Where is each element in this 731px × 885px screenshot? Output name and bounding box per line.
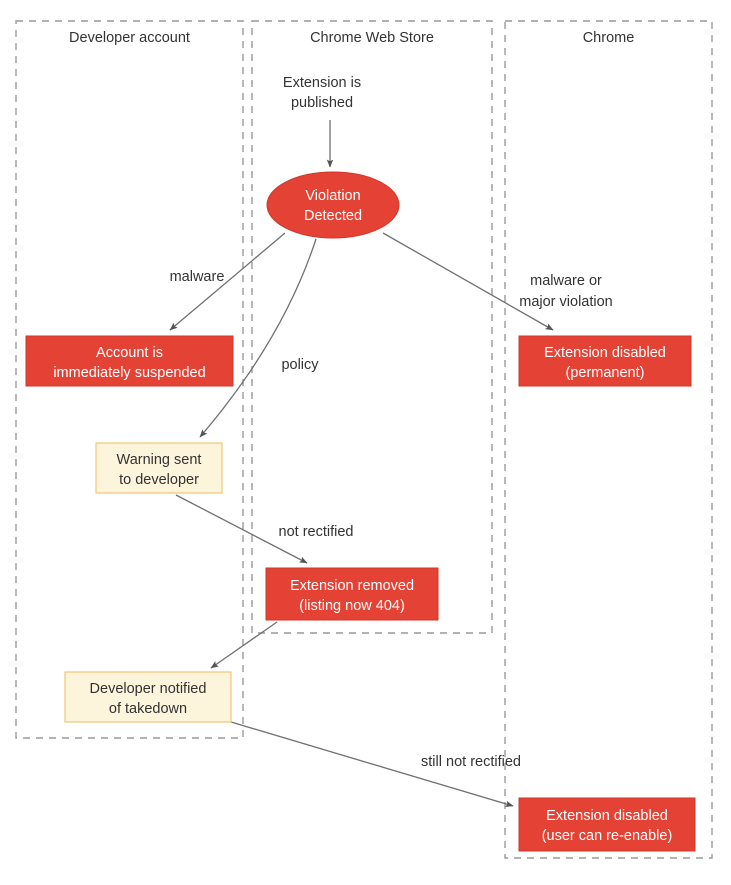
node-extension-disabled-permanent-line2: (permanent) bbox=[566, 365, 645, 381]
node-warning-sent-line2: to developer bbox=[119, 472, 199, 488]
edge-line-warning-to-removed bbox=[175, 494, 308, 564]
lane-border-developer-account bbox=[15, 20, 244, 739]
node-violation-detected-line1: Violation bbox=[305, 188, 360, 204]
edge-line-removed-to-notified bbox=[210, 621, 278, 669]
node-extension-published: Extension is published bbox=[283, 75, 361, 111]
edge-line-violation-to-warning bbox=[199, 238, 317, 438]
node-extension-removed[interactable]: Extension removed (listing now 404) bbox=[265, 567, 439, 621]
edge-label-malware-or-major-violation-line1: malware or bbox=[530, 273, 602, 289]
edge-label-still-not-rectified: still not rectified bbox=[421, 754, 521, 770]
node-extension-removed-line2: (listing now 404) bbox=[299, 598, 405, 614]
node-warning-sent-shape[interactable] bbox=[95, 442, 223, 494]
lane-border-chrome bbox=[504, 20, 713, 859]
node-extension-removed-shape[interactable] bbox=[265, 567, 439, 621]
node-extension-disabled-reenable-shape[interactable] bbox=[518, 797, 696, 852]
edge-violation-to-suspended: malware bbox=[169, 232, 286, 331]
node-extension-disabled-permanent-line1: Extension disabled bbox=[544, 345, 666, 361]
node-account-suspended-line2: immediately suspended bbox=[53, 365, 205, 381]
node-extension-removed-line1: Extension removed bbox=[290, 578, 414, 594]
edge-label-malware: malware bbox=[170, 269, 225, 285]
node-warning-sent[interactable]: Warning sent to developer bbox=[95, 442, 223, 494]
node-warning-sent-line1: Warning sent bbox=[117, 452, 202, 468]
edge-warning-to-removed: not rectified bbox=[175, 494, 354, 564]
node-extension-disabled-permanent-shape[interactable] bbox=[518, 335, 692, 387]
edge-violation-to-warning: policy bbox=[199, 238, 319, 438]
lane-border-chrome-web-store bbox=[251, 20, 493, 634]
node-developer-notified-line2: of takedown bbox=[109, 701, 187, 717]
swimlane-chrome-web-store: Chrome Web Store bbox=[251, 20, 493, 634]
node-extension-disabled-reenable[interactable]: Extension disabled (user can re-enable) bbox=[518, 797, 696, 852]
node-extension-published-line2: published bbox=[291, 95, 353, 111]
edge-violation-to-disabled-permanent: malware or major violation bbox=[382, 232, 613, 331]
lane-title-developer-account: Developer account bbox=[69, 30, 190, 46]
node-extension-disabled-permanent[interactable]: Extension disabled (permanent) bbox=[518, 335, 692, 387]
node-extension-published-line1: Extension is bbox=[283, 75, 361, 91]
edge-line-notified-to-disabled-reenable bbox=[230, 721, 514, 807]
lane-title-chrome: Chrome bbox=[583, 30, 635, 46]
node-developer-notified-line1: Developer notified bbox=[90, 681, 207, 697]
edge-line-violation-to-disabled-permanent bbox=[382, 232, 554, 331]
node-violation-detected[interactable]: Violation Detected bbox=[266, 171, 400, 239]
node-violation-detected-line2: Detected bbox=[304, 208, 362, 224]
edge-line-violation-to-suspended bbox=[169, 232, 286, 331]
swimlane-chrome: Chrome bbox=[504, 20, 713, 859]
edge-notified-to-disabled-reenable: still not rectified bbox=[230, 721, 521, 807]
edge-label-policy: policy bbox=[281, 357, 319, 373]
node-developer-notified-shape[interactable] bbox=[64, 671, 232, 723]
node-extension-disabled-reenable-line1: Extension disabled bbox=[546, 808, 668, 824]
node-account-suspended-line1: Account is bbox=[96, 345, 163, 361]
node-account-suspended[interactable]: Account is immediately suspended bbox=[25, 335, 234, 387]
edge-label-malware-or-major-violation-line2: major violation bbox=[519, 294, 613, 310]
node-developer-notified[interactable]: Developer notified of takedown bbox=[64, 671, 232, 723]
edge-removed-to-notified bbox=[210, 621, 278, 669]
lane-title-chrome-web-store: Chrome Web Store bbox=[310, 30, 434, 46]
edge-label-not-rectified: not rectified bbox=[279, 524, 354, 540]
node-violation-detected-shape[interactable] bbox=[266, 171, 400, 239]
node-account-suspended-shape[interactable] bbox=[25, 335, 234, 387]
node-extension-disabled-reenable-line2: (user can re-enable) bbox=[542, 828, 673, 844]
swimlane-developer-account: Developer account bbox=[15, 20, 244, 739]
